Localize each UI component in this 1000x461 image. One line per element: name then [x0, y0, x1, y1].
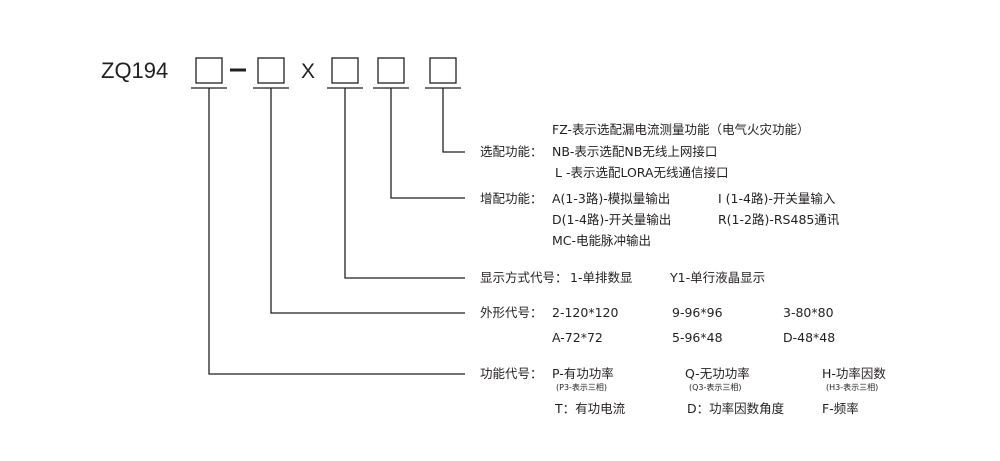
- function-note: (Q3-表示三相): [689, 383, 742, 392]
- separator-x: X: [301, 60, 316, 83]
- option-nb: NB-表示选配NB无线上网接口: [552, 144, 718, 159]
- addon-d: D(1-4路)-开关量输出: [552, 212, 672, 227]
- connector-function: [191, 87, 465, 375]
- shape-item: A-72*72: [552, 330, 603, 345]
- options-label: 选配功能：: [480, 144, 543, 159]
- shape-item: 2-120*120: [552, 305, 619, 320]
- addon-a: A(1-3路)-模拟量输出: [552, 191, 671, 206]
- connector-display: [327, 87, 465, 279]
- function-label: 功能代号：: [480, 366, 543, 381]
- display-1: 1-单排数显: [570, 270, 633, 285]
- addon-r: R(1-2路)-RS485通讯: [718, 212, 840, 227]
- display-y1: Y1-单行液晶显示: [670, 270, 766, 285]
- function-note: (P3-表示三相): [556, 383, 608, 392]
- shape-item: D-48*48: [783, 330, 836, 345]
- code-box-1: [195, 57, 223, 84]
- shape-item: 3-80*80: [783, 305, 834, 320]
- option-fz: FZ-表示选配漏电流测量功能（电气火灾功能）: [552, 122, 810, 137]
- connector-shape: [253, 87, 465, 314]
- shape-item: 9-96*96: [672, 305, 723, 320]
- code-box-3: [331, 57, 359, 84]
- addon-i: I (1-4路)-开关量输入: [718, 191, 836, 206]
- function-d: D：功率因数角度: [687, 401, 785, 416]
- connector-addons: [373, 87, 465, 199]
- function-note: (H3-表示三相): [826, 383, 879, 392]
- function-q: Q-无功功率: [685, 366, 750, 381]
- function-p: P-有功功率: [552, 366, 614, 381]
- addon-mc: MC-电能脉冲输出: [552, 233, 652, 248]
- connector-options: [425, 87, 465, 153]
- function-h: H-功率因数: [822, 366, 886, 381]
- code-box-5: [429, 57, 457, 84]
- code-box-4: [377, 57, 405, 84]
- shape-item: 5-96*48: [672, 330, 723, 345]
- function-f: F-频率: [822, 401, 859, 416]
- code-box-2: [257, 57, 285, 84]
- function-t: T：有功电流: [555, 401, 626, 416]
- model-prefix: ZQ194: [101, 58, 169, 83]
- display-label: 显示方式代号：: [480, 270, 568, 285]
- addons-label: 增配功能：: [480, 191, 543, 206]
- option-l: L -表示选配LORA无线通信接口: [555, 165, 729, 180]
- shape-label: 外形代号：: [480, 305, 543, 320]
